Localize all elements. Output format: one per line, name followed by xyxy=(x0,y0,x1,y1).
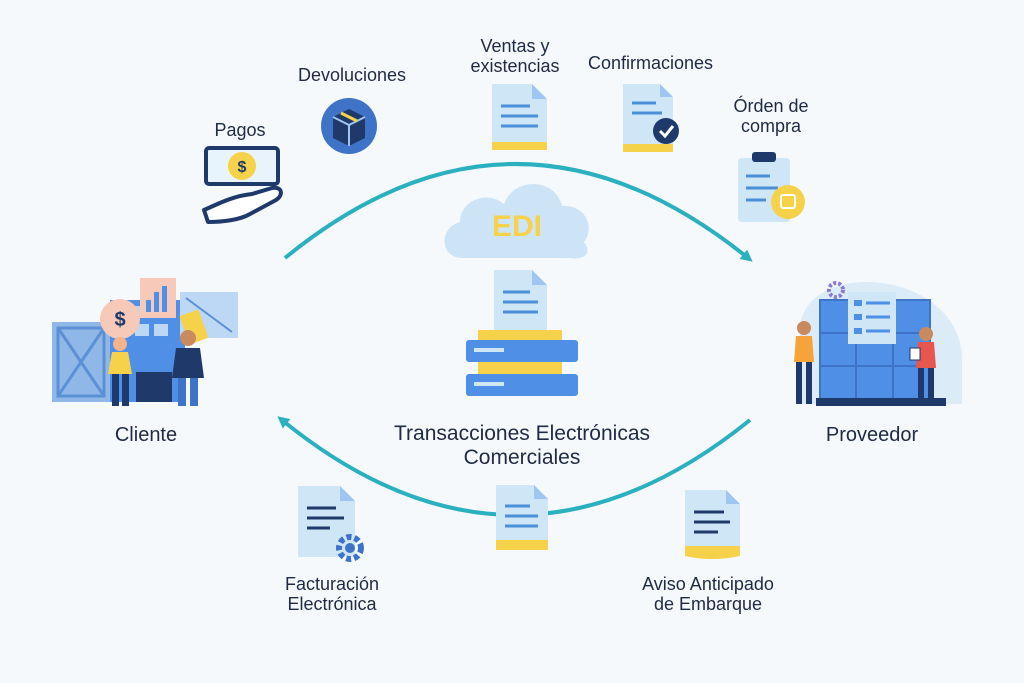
svg-text:$: $ xyxy=(238,159,247,176)
top-flow-arrow xyxy=(283,162,753,262)
purchase-order-label-line1: Órden de xyxy=(733,96,809,116)
clipboard-order-icon xyxy=(738,152,805,222)
center-caption-line1: Transacciones Electrónicas xyxy=(394,422,650,445)
server-stack-icon xyxy=(466,330,578,396)
sales-stock-label: Ventas y existencias xyxy=(450,36,580,76)
document-ship-icon xyxy=(685,490,740,559)
purchase-order-label: Órden de compra xyxy=(716,96,826,136)
supplier-warehouse-illustration xyxy=(794,281,962,406)
center-caption-line2: Comerciales xyxy=(463,445,581,469)
returns-label: Devoluciones xyxy=(297,65,407,85)
document-icon xyxy=(492,84,547,150)
cloud-icon xyxy=(444,183,589,259)
document-icon xyxy=(496,485,548,550)
money-hand-icon: $ xyxy=(202,146,283,224)
document-check-icon xyxy=(623,84,679,152)
payments-label: Pagos xyxy=(214,120,266,140)
package-box-icon xyxy=(321,98,377,154)
advance-ship-notice-label-line2: de Embarque xyxy=(653,594,763,615)
center-caption: Transacciones Electrónicas Comerciales xyxy=(357,422,687,469)
client-label: Cliente xyxy=(114,424,178,446)
e-invoicing-label: Facturación Electrónica xyxy=(262,574,402,614)
advance-ship-notice-label-line1: Aviso Anticipado xyxy=(642,574,774,594)
purchase-order-label-line2: compra xyxy=(740,116,802,137)
sales-stock-label-line1: Ventas y xyxy=(480,36,550,56)
document-gear-icon xyxy=(298,486,364,562)
confirmations-label: Confirmaciones xyxy=(587,53,714,73)
edi-cloud-label: EDI xyxy=(492,210,542,243)
e-invoicing-label-line1: Facturación xyxy=(284,574,380,594)
advance-ship-notice-label: Aviso Anticipado de Embarque xyxy=(618,574,798,614)
e-invoicing-label-line2: Electrónica xyxy=(287,594,377,615)
svg-text:$: $ xyxy=(114,309,125,331)
document-icon xyxy=(494,270,547,332)
supplier-label: Proveedor xyxy=(825,424,919,446)
sales-stock-label-line2: existencias xyxy=(470,56,560,77)
client-office-illustration: $ xyxy=(52,278,238,406)
